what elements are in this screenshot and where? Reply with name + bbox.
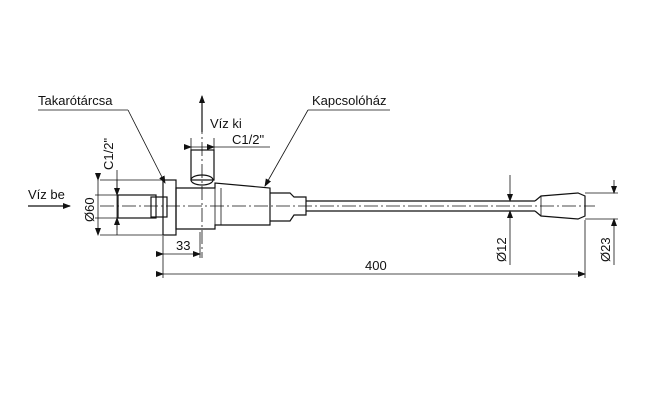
dim-33: 33 bbox=[176, 238, 190, 253]
part-outline bbox=[117, 149, 586, 236]
center-lines bbox=[100, 98, 595, 258]
dim-400: 400 bbox=[365, 258, 387, 273]
label-viz-ki: Víz ki bbox=[210, 116, 242, 131]
dim-c12-left: C1/2" bbox=[101, 138, 116, 170]
dim-c12-top: C1/2" bbox=[232, 132, 264, 147]
switch-housing bbox=[270, 192, 307, 222]
dim-d12: Ø12 bbox=[494, 237, 509, 262]
dimension-texts: C1/2" C1/2" Ø60 33 400 Ø12 Ø23 bbox=[82, 132, 613, 273]
inlet-stub bbox=[117, 194, 157, 219]
dim-d23: Ø23 bbox=[598, 237, 613, 262]
hex-nut bbox=[150, 196, 168, 218]
label-viz-be: Víz be bbox=[28, 187, 65, 202]
label-kapcsolohaz: Kapcsolóház bbox=[312, 93, 386, 108]
leaders bbox=[28, 95, 390, 209]
dimension-lines bbox=[95, 144, 617, 277]
label-takarotarcsa: Takarótárcsa bbox=[38, 93, 113, 108]
labels: Takarótárcsa Víz ki Kapcsolóház Víz be bbox=[28, 93, 386, 202]
valve-body bbox=[175, 182, 271, 230]
cover-disc bbox=[162, 179, 177, 236]
outlet-nipple bbox=[190, 149, 215, 181]
extension-lines bbox=[95, 138, 618, 278]
dim-d60: Ø60 bbox=[82, 197, 97, 222]
